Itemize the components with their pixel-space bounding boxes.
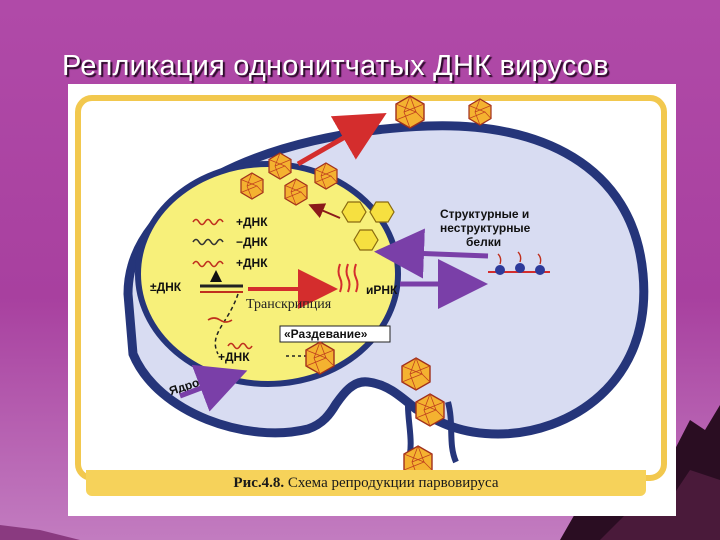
label-plus-dna-3: +ДНК <box>218 350 250 364</box>
virion-icon <box>284 178 308 206</box>
caption-label: Рис.4.8. <box>233 475 285 491</box>
label-proteins-3: белки <box>466 235 501 249</box>
label-plus-dna-2: +ДНК <box>236 256 268 270</box>
nucleus-arrow <box>179 364 248 412</box>
label-minus-dna: −ДНК <box>236 235 268 249</box>
virion-icon <box>240 172 264 200</box>
label-plus-dna-1: +ДНК <box>236 215 268 229</box>
virion-icon <box>468 98 492 126</box>
virion-icon <box>305 341 335 375</box>
nucleus <box>135 161 401 387</box>
label-mrna: иРНК <box>366 283 398 297</box>
label-plus-minus-dna: ±ДНК <box>150 280 182 294</box>
dna-strand-icon <box>192 218 224 226</box>
exit-arrow <box>296 113 387 167</box>
capsid-protein-icon <box>353 229 379 251</box>
label-transcription: Транскрипция <box>246 297 332 312</box>
figure-caption: Рис.4.8. Схема репродукции парвовируса <box>86 470 646 496</box>
label-proteins-1: Структурные и <box>440 207 529 221</box>
dna-strand-icon <box>192 260 224 268</box>
caption-text: Схема репродукции парвовируса <box>287 475 499 491</box>
slide-title: Репликация однонитчатых ДНК вирусов <box>62 50 609 82</box>
label-proteins-2: неструктурные <box>440 221 531 235</box>
label-uncoating: «Раздевание» <box>284 327 368 341</box>
capsid-protein-icon <box>369 201 395 223</box>
virion-icon <box>314 162 338 190</box>
diagram-figure: +ДНК −ДНК +ДНК ±ДНК Транскрипция иРНК «Р… <box>68 84 676 516</box>
virion-icon <box>415 393 445 427</box>
protein-arrow <box>374 228 489 279</box>
virion-icon <box>401 357 431 391</box>
virion-icon <box>395 95 425 129</box>
capsid-protein-icon <box>341 201 367 223</box>
virion-icon <box>268 152 292 180</box>
replication-diagram: +ДНК −ДНК +ДНК ±ДНК Транскрипция иРНК «Р… <box>75 95 667 481</box>
dna-strand-icon <box>192 238 224 246</box>
